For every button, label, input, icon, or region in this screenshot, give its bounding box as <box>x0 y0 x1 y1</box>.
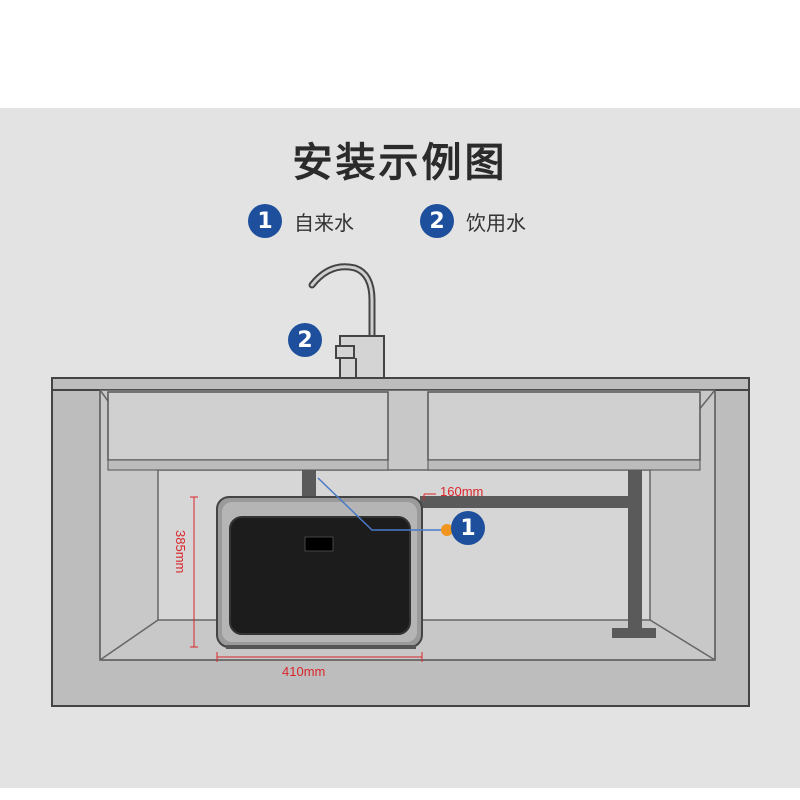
faucet-number-badge: 2 <box>288 323 322 357</box>
depth-dimension-label: 160mm <box>440 484 484 499</box>
inlet-point-marker <box>441 524 453 536</box>
water-purifier <box>216 496 423 649</box>
sink-right <box>427 391 701 471</box>
dimension-lines <box>190 493 436 662</box>
legend: 1 自来水 2 饮用水 <box>0 204 800 240</box>
height-dimension-label: 385mm <box>173 530 188 574</box>
sink-left <box>107 391 389 471</box>
legend-label-tap-water: 自来水 <box>294 210 354 235</box>
width-dimension-label: 410mm <box>282 664 326 679</box>
number-badge-1: 1 <box>248 204 282 238</box>
legend-label-drinking-water: 饮用水 <box>466 210 526 235</box>
faucet <box>308 263 385 379</box>
number-badge-2: 2 <box>420 204 454 238</box>
inlet-number-badge: 1 <box>451 511 485 545</box>
page-title: 安装示例图 <box>292 140 508 186</box>
legend-item-drinking-water: 2 饮用水 <box>420 204 526 238</box>
countertop <box>51 377 750 391</box>
callout-line <box>317 477 448 531</box>
drain-pipe <box>302 470 656 638</box>
legend-item-tap-water: 1 自来水 <box>248 204 354 238</box>
